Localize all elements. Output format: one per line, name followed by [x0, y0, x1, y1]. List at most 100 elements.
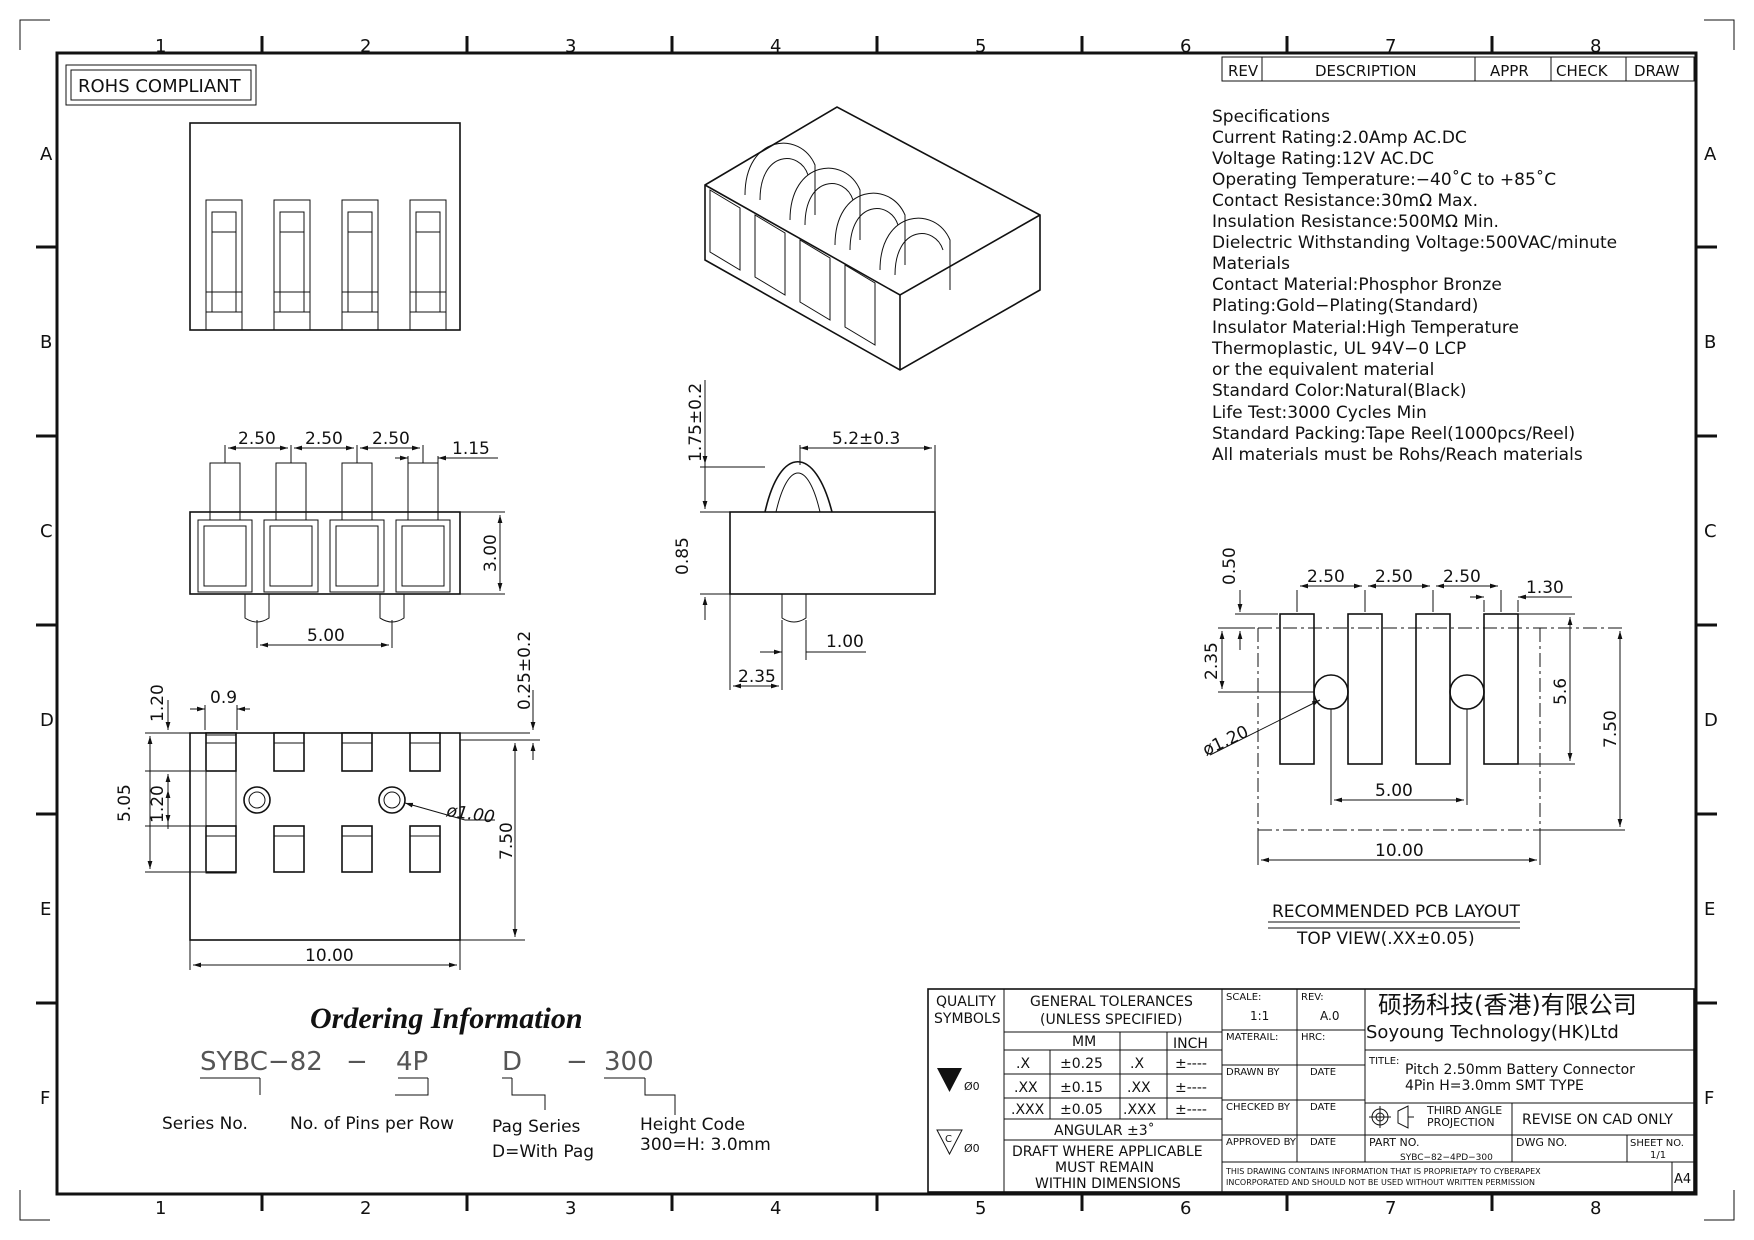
projection-label: PROJECTION — [1427, 1116, 1495, 1129]
quality-mark: Ø0 — [964, 1080, 980, 1093]
dim-pitch-v: 5.05 — [115, 784, 135, 822]
pcb-dim-hole-dia: ø1.20 — [1200, 722, 1252, 761]
date-label: DATE — [1310, 1067, 1336, 1078]
row-letter: E — [1704, 899, 1715, 920]
row-letter: F — [1704, 1088, 1714, 1109]
rev-label: REV: — [1301, 992, 1324, 1003]
pcb-dim-total-length: 7.50 — [1601, 710, 1621, 748]
tol-cell: ±---- — [1175, 1080, 1207, 1096]
spec-line: Contact Material:Phosphor Bronze — [1212, 275, 1502, 295]
col-number: 7 — [1385, 36, 1396, 57]
proprietary-notice: INCORPORATED AND SHOULD NOT BE USED WITH… — [1226, 1178, 1535, 1187]
label-peg: Pag Series — [492, 1117, 581, 1137]
frame-corners — [19, 19, 1735, 1221]
code-separator: − — [346, 1047, 368, 1077]
code-series: SYBC−82 — [200, 1047, 323, 1077]
tol-cell: .XXX — [1123, 1102, 1157, 1118]
tol-cell: .XX — [1014, 1080, 1038, 1096]
spec-line: Insulation Resistance:500MΩ Min. — [1212, 212, 1499, 232]
drawing-title: Pitch 2.50mm Battery Connector — [1405, 1062, 1635, 1078]
tol-cell: .X — [1016, 1056, 1030, 1072]
code-height: 300 — [604, 1047, 654, 1077]
dim-depth: 7.50 — [497, 822, 517, 860]
col-number: 5 — [975, 1198, 986, 1219]
company-name-cn: 硕扬科技(香港)有限公司 — [1378, 991, 1637, 1019]
pcb-dim-pad-width: 1.30 — [1526, 578, 1564, 598]
part-no-value: SYBC−82−4PD−300 — [1400, 1153, 1493, 1163]
top-view — [189, 122, 461, 331]
spec-line: Materials — [1212, 254, 1290, 274]
spec-line: Standard Color:Natural(Black) — [1212, 381, 1467, 401]
tol-cell: .X — [1130, 1056, 1144, 1072]
checked-by-label: CHECKED BY — [1226, 1102, 1291, 1113]
dim-pin-width: 1.15 — [452, 439, 490, 459]
row-letter: B — [40, 332, 52, 353]
tolerance-header: (UNLESS SPECIFIED) — [1040, 1012, 1182, 1028]
row-letter: E — [40, 899, 51, 920]
tol-cell: ±---- — [1175, 1056, 1207, 1072]
check-header: CHECK — [1556, 62, 1609, 80]
tolerance-inch: INCH — [1173, 1036, 1208, 1052]
revision-table: REV DESCRIPTION APPR CHECK DRAW — [1221, 56, 1695, 82]
dim-pad-length: 1.20 — [148, 684, 168, 722]
sheet-size: A4 — [1674, 1172, 1691, 1187]
spec-line: Specifications — [1212, 107, 1330, 127]
dim-pad-gap: 1.20 — [148, 785, 168, 823]
proprietary-notice: THIS DRAWING CONTAINS INFORMATION THAT I… — [1225, 1167, 1541, 1176]
quality-label: QUALITY — [936, 994, 996, 1010]
sheet-label: SHEET NO. — [1630, 1138, 1684, 1149]
svg-text:C: C — [945, 1134, 952, 1145]
tol-cell: ±0.15 — [1060, 1080, 1103, 1096]
title-block: QUALITY SYMBOLS Ø0 Ø0 C GENERAL TOLERANC… — [927, 988, 1695, 1193]
dim-coplanarity: 0.25±0.2 — [515, 631, 535, 710]
label-peg-note: D=With Pag — [492, 1142, 594, 1162]
spec-line: Life Test:3000 Cycles Min — [1212, 403, 1427, 423]
dim-height: 3.00 — [481, 534, 501, 572]
triangle-icon — [937, 1068, 962, 1092]
spec-line: Dielectric Withstanding Voltage:500VAC/m… — [1212, 233, 1617, 253]
dim-pitch: 2.50 — [372, 429, 410, 449]
projection-symbol-icon — [1369, 1105, 1414, 1129]
rohs-label-box: ROHS COMPLIANT — [65, 64, 257, 106]
company-name-en: Soyoung Technology(HK)Ltd — [1366, 1022, 1619, 1043]
ordering-information: Ordering Information SYBC−82 − 4P D − 30… — [162, 1002, 771, 1162]
appr-header: APPR — [1490, 62, 1529, 80]
spec-line: Contact Resistance:30mΩ Max. — [1212, 191, 1478, 211]
dim-pad-width: 0.9 — [210, 688, 237, 708]
zone-ticks — [36, 36, 1717, 1211]
dim-contact-height: 1.75±0.2 — [686, 383, 706, 462]
spec-line: Operating Temperature:−40˚C to +85˚C — [1212, 169, 1556, 190]
pcb-dim-pitch: 2.50 — [1443, 567, 1481, 587]
date-label: DATE — [1310, 1137, 1336, 1148]
spec-line: Plating:Gold−Plating(Standard) — [1212, 296, 1478, 316]
tolerance-header: GENERAL TOLERANCES — [1030, 994, 1193, 1010]
draft-note: DRAFT WHERE APPLICABLE — [1012, 1144, 1203, 1160]
dim-pitch: 2.50 — [305, 429, 343, 449]
scale-label: SCALE: — [1226, 992, 1261, 1003]
col-number: 3 — [565, 36, 576, 57]
title-label: TITLE: — [1368, 1056, 1399, 1067]
pcb-dim-hole-offset: 2.35 — [1202, 642, 1222, 680]
draft-note: WITHIN DIMENSIONS — [1035, 1176, 1181, 1192]
tol-cell: ±0.25 — [1060, 1056, 1103, 1072]
row-letter: A — [1704, 144, 1717, 165]
sheet-value: 1/1 — [1650, 1150, 1666, 1161]
tolerance-angular: ANGULAR ±3˚ — [1054, 1122, 1155, 1139]
front-view: 2.50 2.50 2.50 1.15 5.00 3.00 — [189, 429, 505, 648]
draw-header: DRAW — [1634, 62, 1680, 80]
spec-line: All materials must be Rohs/Reach materia… — [1212, 445, 1583, 465]
spec-line: or the equivalent material — [1212, 360, 1434, 380]
tolerance-mm: MM — [1072, 1034, 1096, 1050]
isometric-view — [704, 106, 1041, 371]
pcb-dim-pitch: 2.50 — [1307, 567, 1345, 587]
tol-cell: ±0.05 — [1060, 1102, 1103, 1118]
code-peg: D — [502, 1047, 522, 1077]
dwg-no-label: DWG NO. — [1516, 1136, 1567, 1149]
pcb-dim-offset: 0.50 — [1220, 547, 1240, 585]
row-letter: C — [40, 521, 53, 542]
dim-peg-offset: 2.35 — [738, 667, 776, 687]
dim-body-height: 0.85 — [673, 537, 693, 575]
label-series: Series No. — [162, 1114, 248, 1134]
row-letter: A — [40, 144, 53, 165]
pcb-layout: 2.50 2.50 2.50 1.30 0.50 2.35 5.6 7.50 5… — [1200, 547, 1625, 949]
